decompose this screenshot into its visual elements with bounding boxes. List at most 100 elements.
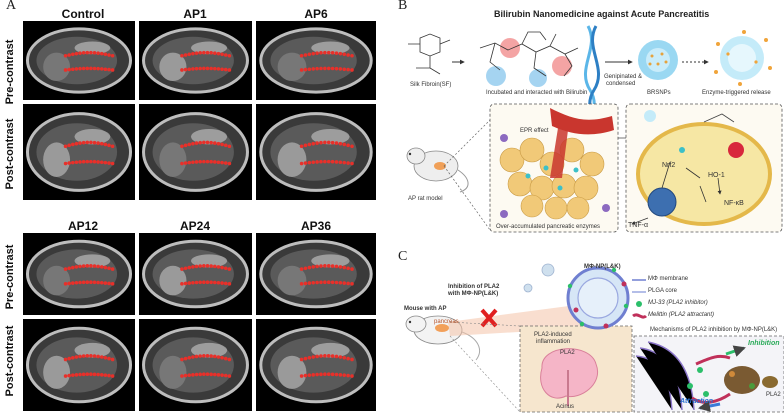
roi-dot	[99, 51, 104, 56]
roi-dot	[89, 50, 93, 55]
roi-dot	[183, 67, 188, 72]
roi-dot	[180, 374, 184, 378]
reduced-label-1: PLA2-induced	[534, 332, 572, 338]
roi-dot	[191, 141, 195, 146]
roi-dot	[205, 264, 210, 268]
roi-dot	[85, 140, 90, 145]
roi-dot	[205, 66, 210, 71]
inhibition-label-1: Inhibition of PLA2	[448, 284, 500, 290]
roi-dot	[323, 264, 327, 268]
roi-dot	[350, 144, 354, 149]
roi-dot	[198, 51, 202, 55]
roi-dot	[89, 372, 93, 377]
roi-dot	[85, 50, 90, 55]
pla2-small-label: PLA2	[560, 350, 575, 356]
rat-illustration	[406, 147, 469, 193]
roi-dot	[198, 140, 202, 145]
roi-dot	[63, 267, 68, 271]
roi-dot	[107, 143, 111, 148]
roi-dot	[183, 161, 188, 165]
roi-dot	[92, 51, 97, 55]
nanoparticle-sphere	[566, 266, 630, 330]
roi-dot	[67, 356, 71, 361]
roi-dot	[350, 357, 354, 362]
roi-dot	[346, 67, 350, 72]
roi-dot	[67, 266, 71, 271]
roi-dot	[202, 50, 206, 55]
roi-dot	[342, 142, 347, 147]
roi-dot	[342, 67, 347, 72]
roi-dot	[198, 354, 202, 358]
roi-dot	[74, 355, 79, 359]
roi-dot	[70, 265, 75, 270]
roi-dot	[107, 67, 111, 72]
roi-dot	[220, 265, 224, 270]
roi-dot	[96, 372, 100, 377]
roi-dot	[180, 68, 184, 72]
roi-dot	[191, 160, 195, 165]
roi-dot	[330, 51, 335, 55]
roi-dot	[227, 68, 232, 72]
roi-dot	[330, 66, 335, 71]
roi-dot	[299, 144, 304, 149]
roi-dot	[216, 67, 221, 71]
roi-dot	[70, 52, 75, 57]
roi-dot	[180, 53, 184, 58]
roi-dot	[216, 160, 221, 165]
roi-dot	[67, 53, 71, 57]
roi-dot	[107, 373, 111, 378]
roi-dot	[330, 354, 335, 358]
roi-dot	[334, 264, 339, 269]
col-title-ap1: AP1	[183, 7, 207, 21]
roi-dot	[338, 67, 343, 71]
pla2-label: PLA2	[766, 392, 781, 398]
ho1-label: HO-1	[708, 172, 725, 179]
roi-dot	[187, 142, 192, 147]
roi-dot	[319, 372, 323, 377]
roi-dot	[99, 160, 104, 165]
roi-dot	[89, 280, 93, 285]
roi-dot	[81, 354, 86, 358]
roi-dot	[63, 357, 68, 362]
roi-dot	[319, 354, 323, 358]
roi-dot	[350, 53, 354, 58]
roi-dot	[319, 264, 323, 268]
roi-dot	[205, 159, 210, 164]
roi-dot	[191, 373, 195, 377]
roi-dot	[299, 53, 304, 58]
roi-dot	[74, 141, 79, 146]
roi-dot	[303, 161, 308, 165]
roi-dot	[220, 52, 224, 57]
genipin-label-1: Genipinated &	[604, 74, 643, 80]
membrane-lipids	[635, 341, 695, 411]
roi-dot	[96, 141, 100, 145]
roi-dot	[209, 51, 213, 55]
mri-image	[23, 104, 135, 200]
roi-dot	[70, 373, 75, 377]
roi-dot	[326, 264, 331, 268]
roi-dot	[303, 67, 308, 72]
mri-image	[256, 233, 376, 315]
roi-dot	[202, 264, 206, 268]
roi-dot	[85, 354, 90, 358]
roi-dot	[187, 160, 192, 165]
col-title-ap24: AP24	[179, 219, 211, 233]
panel-b-schematic	[406, 25, 783, 233]
roi-dot	[63, 374, 68, 378]
roi-dot	[323, 140, 327, 145]
roi-dot	[315, 160, 319, 164]
roi-dot	[212, 51, 217, 55]
mechanism-label: Mechanisms of PLA2 inhibition by MΦ-NP(L…	[650, 327, 778, 333]
roi-dot	[194, 280, 199, 285]
roi-dot	[209, 159, 213, 164]
roi-dot	[299, 267, 304, 271]
roi-dot	[212, 66, 217, 71]
roi-dot	[110, 161, 115, 166]
roi-dot	[346, 356, 350, 361]
roi-dot	[89, 140, 93, 145]
roi-dot	[323, 159, 327, 164]
roi-dot	[315, 280, 319, 285]
roi-dot	[78, 160, 82, 164]
roi-dot	[198, 280, 202, 285]
mri-image	[139, 233, 252, 315]
